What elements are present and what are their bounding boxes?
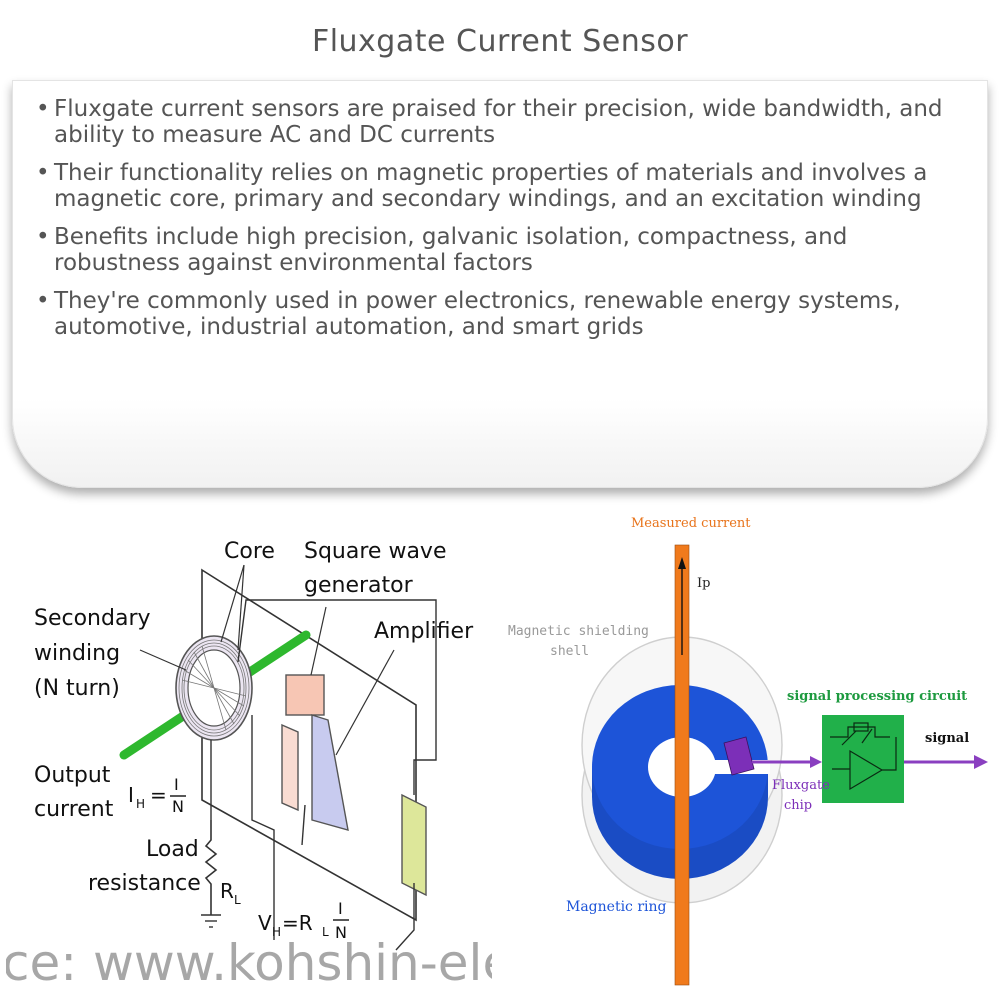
- measured-current-label: Measured current: [631, 516, 751, 531]
- ih-subscript: H: [136, 797, 145, 811]
- filter-block: [281, 723, 299, 812]
- output-signal-arrow-icon: [974, 755, 988, 769]
- vh-equals-subscript: L: [322, 925, 329, 939]
- bullet-dot-icon: •: [36, 288, 50, 314]
- summary-content: •Fluxgate current sensors are praised fo…: [32, 96, 962, 352]
- fluxgate-chip-label-line2: chip: [784, 798, 812, 813]
- ih-denominator: N: [172, 797, 184, 816]
- sensor-principle-diagram: Core Square wave generator Amplifier Sec…: [2, 510, 513, 992]
- vh-denominator: N: [335, 923, 347, 942]
- bullet-text: Benefits include high precision, galvani…: [54, 224, 848, 276]
- bullet-item: •Fluxgate current sensors are praised fo…: [32, 96, 962, 148]
- bullet-text: Fluxgate current sensors are praised for…: [54, 96, 943, 148]
- vh-symbol: V: [258, 911, 272, 935]
- winding-turns: [178, 639, 250, 737]
- bullet-item: •Benefits include high precision, galvan…: [32, 224, 962, 276]
- vh-subscript: H: [272, 925, 281, 939]
- label-pointer-lines: [139, 564, 395, 756]
- rl-symbol: R: [220, 879, 234, 903]
- amplifier-label: Amplifier: [374, 619, 474, 644]
- ih-symbol: I: [128, 783, 134, 807]
- circuit-schematic-icon: [830, 722, 897, 791]
- bullet-list: •Fluxgate current sensors are praised fo…: [32, 96, 962, 340]
- bullet-text: They're commonly used in power electroni…: [54, 288, 901, 340]
- output-current-formula: I H = I N: [128, 775, 186, 816]
- amplifier-block: [311, 714, 349, 831]
- output-label-line2: current: [34, 797, 114, 822]
- bullet-text: Their functionality relies on magnetic p…: [54, 160, 928, 212]
- shield-label-line1: Magnetic shielding: [508, 624, 649, 639]
- load-resistor: [204, 820, 218, 915]
- summary-card: •Fluxgate current sensors are praised fo…: [12, 80, 988, 488]
- core-label: Core: [224, 539, 275, 564]
- ih-equals: =: [150, 783, 167, 807]
- measured-current-conductor: [674, 544, 690, 986]
- bullet-dot-icon: •: [36, 224, 50, 250]
- vh-numerator: I: [338, 899, 343, 918]
- diagram-background: [6, 510, 492, 990]
- fluxgate-chip: [723, 736, 755, 776]
- sensor-principle-svg: Core Square wave generator Amplifier Sec…: [2, 510, 513, 992]
- ip-arrow-head-icon: [678, 557, 686, 569]
- signal-circuit-label: signal processing circuit: [787, 689, 967, 704]
- secondary-label-line2: winding: [34, 641, 120, 666]
- square-wave-generator-block: [285, 674, 325, 716]
- signal-label: signal: [925, 731, 969, 746]
- source-watermark: ce: www.kohshin-ele: [6, 934, 492, 990]
- magnetic-ring-label: Magnetic ring: [566, 899, 667, 915]
- ip-label: Ip: [697, 576, 710, 591]
- sensor-construction-diagram: Measured current Ip Magnetic shielding s…: [500, 505, 1000, 1000]
- circuit-wiring: [210, 599, 437, 951]
- bullet-item: •They're commonly used in power electron…: [32, 288, 962, 340]
- sensor-construction-svg: Measured current Ip Magnetic shielding s…: [508, 516, 988, 986]
- fluxgate-chip-label-line1: Fluxgate: [772, 778, 830, 793]
- page-title: Fluxgate Current Sensor: [311, 24, 689, 59]
- load-label-line2: resistance: [88, 871, 201, 896]
- shield-label-line2: shell: [550, 644, 589, 659]
- generator-label-line2: generator: [304, 573, 414, 598]
- chip-signal-arrow-icon: [810, 756, 822, 768]
- generator-label-line1: Square wave: [304, 539, 446, 564]
- bullet-item: •Their functionality relies on magnetic …: [32, 160, 962, 212]
- bullet-dot-icon: •: [36, 160, 50, 186]
- output-label-line1: Output: [34, 763, 111, 788]
- ground-icon: [201, 914, 221, 928]
- load-label-line1: Load: [146, 837, 199, 862]
- secondary-label-line1: Secondary: [34, 606, 151, 631]
- vh-equals: =R: [282, 911, 313, 935]
- output-block: [401, 793, 427, 897]
- ih-numerator: I: [174, 775, 179, 794]
- bullet-dot-icon: •: [36, 96, 50, 122]
- output-voltage-formula: V H =R L I N: [258, 899, 349, 942]
- secondary-label-line3: (N turn): [34, 676, 120, 701]
- rl-subscript: L: [234, 893, 241, 907]
